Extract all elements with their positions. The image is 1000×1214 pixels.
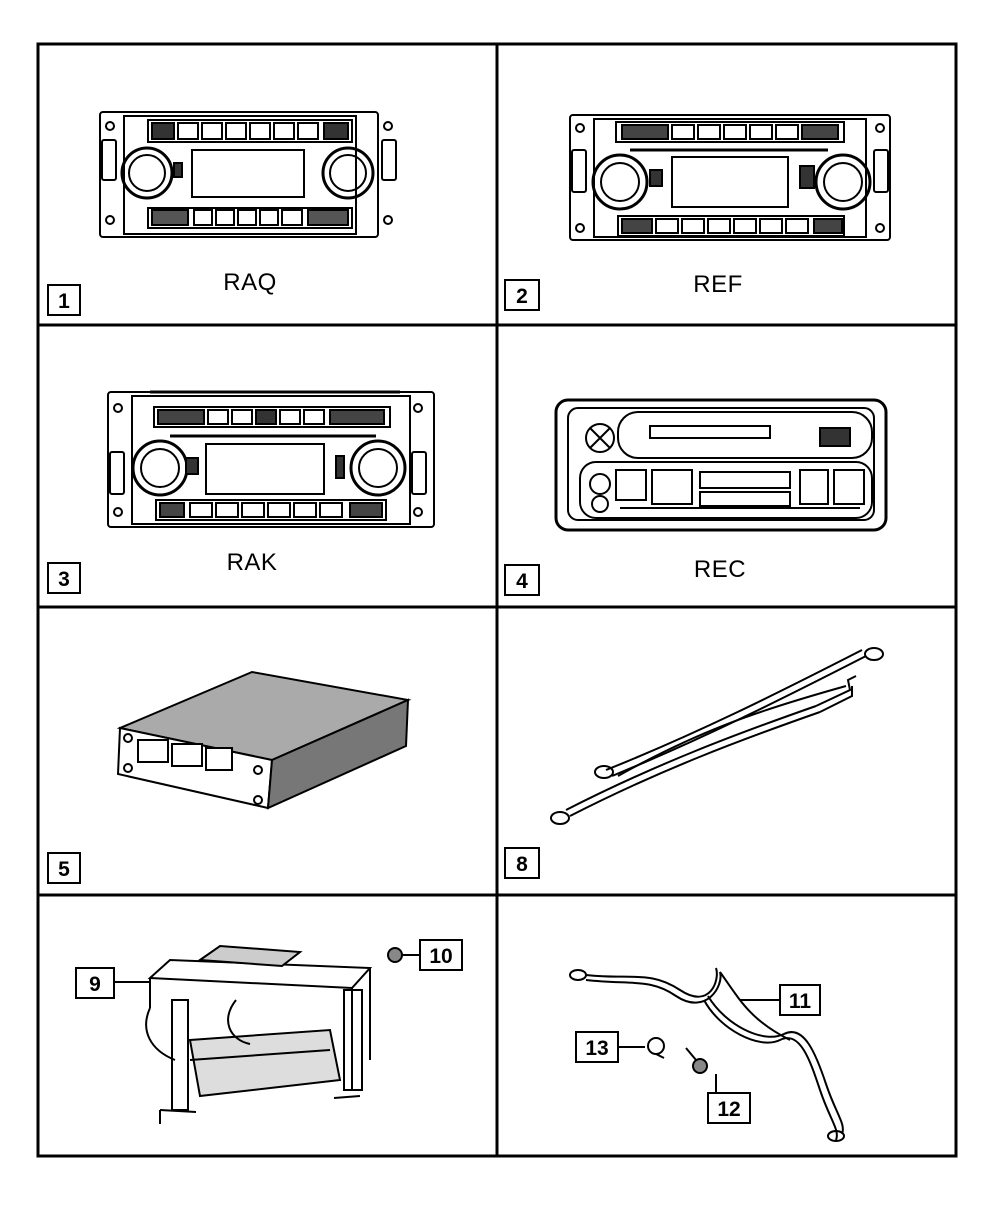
bolt-10-illustration: [387, 947, 420, 963]
svg-text:10: 10: [429, 945, 452, 968]
callout-12: 12: [707, 1074, 751, 1124]
model-label-ref: REF: [693, 271, 743, 298]
svg-text:2: 2: [516, 285, 528, 308]
svg-text:4: 4: [516, 570, 528, 593]
callout-3: 3: [47, 562, 81, 594]
wire-harness-illustration: [569, 967, 845, 1142]
callout-4: 4: [504, 564, 540, 596]
model-label-rec: REC: [694, 556, 746, 583]
bracket-illustration: [145, 944, 373, 1124]
svg-text:9: 9: [89, 973, 101, 996]
radio-rec-illustration: [554, 398, 888, 532]
callout-13: 13: [575, 1031, 645, 1063]
callout-1: 1: [47, 284, 81, 316]
svg-text:5: 5: [58, 858, 70, 881]
callout-10: 10: [419, 939, 463, 971]
callout-8: 8: [504, 847, 540, 879]
bolt-13-illustration: [647, 1037, 665, 1059]
ground-straps-illustration: [550, 647, 884, 825]
model-label-raq: RAQ: [223, 269, 277, 296]
svg-text:12: 12: [717, 1098, 740, 1121]
callout-2: 2: [504, 279, 540, 311]
grid-frame: [36, 42, 958, 1158]
callout-5: 5: [47, 852, 81, 884]
svg-text:8: 8: [516, 853, 528, 876]
svg-text:13: 13: [585, 1037, 608, 1060]
radio-rak-illustration: [107, 390, 435, 528]
callout-11: 11: [740, 984, 821, 1016]
callout-9: 9: [75, 967, 150, 999]
amplifier-illustration: [116, 670, 412, 810]
radio-raq-illustration: [99, 111, 397, 238]
radio-ref-illustration: [569, 114, 891, 241]
svg-text:11: 11: [789, 990, 812, 1013]
svg-text:3: 3: [58, 568, 70, 591]
model-label-rak: RAK: [227, 549, 278, 576]
svg-text:1: 1: [58, 290, 70, 313]
bolt-12-illustration: [685, 1047, 708, 1074]
